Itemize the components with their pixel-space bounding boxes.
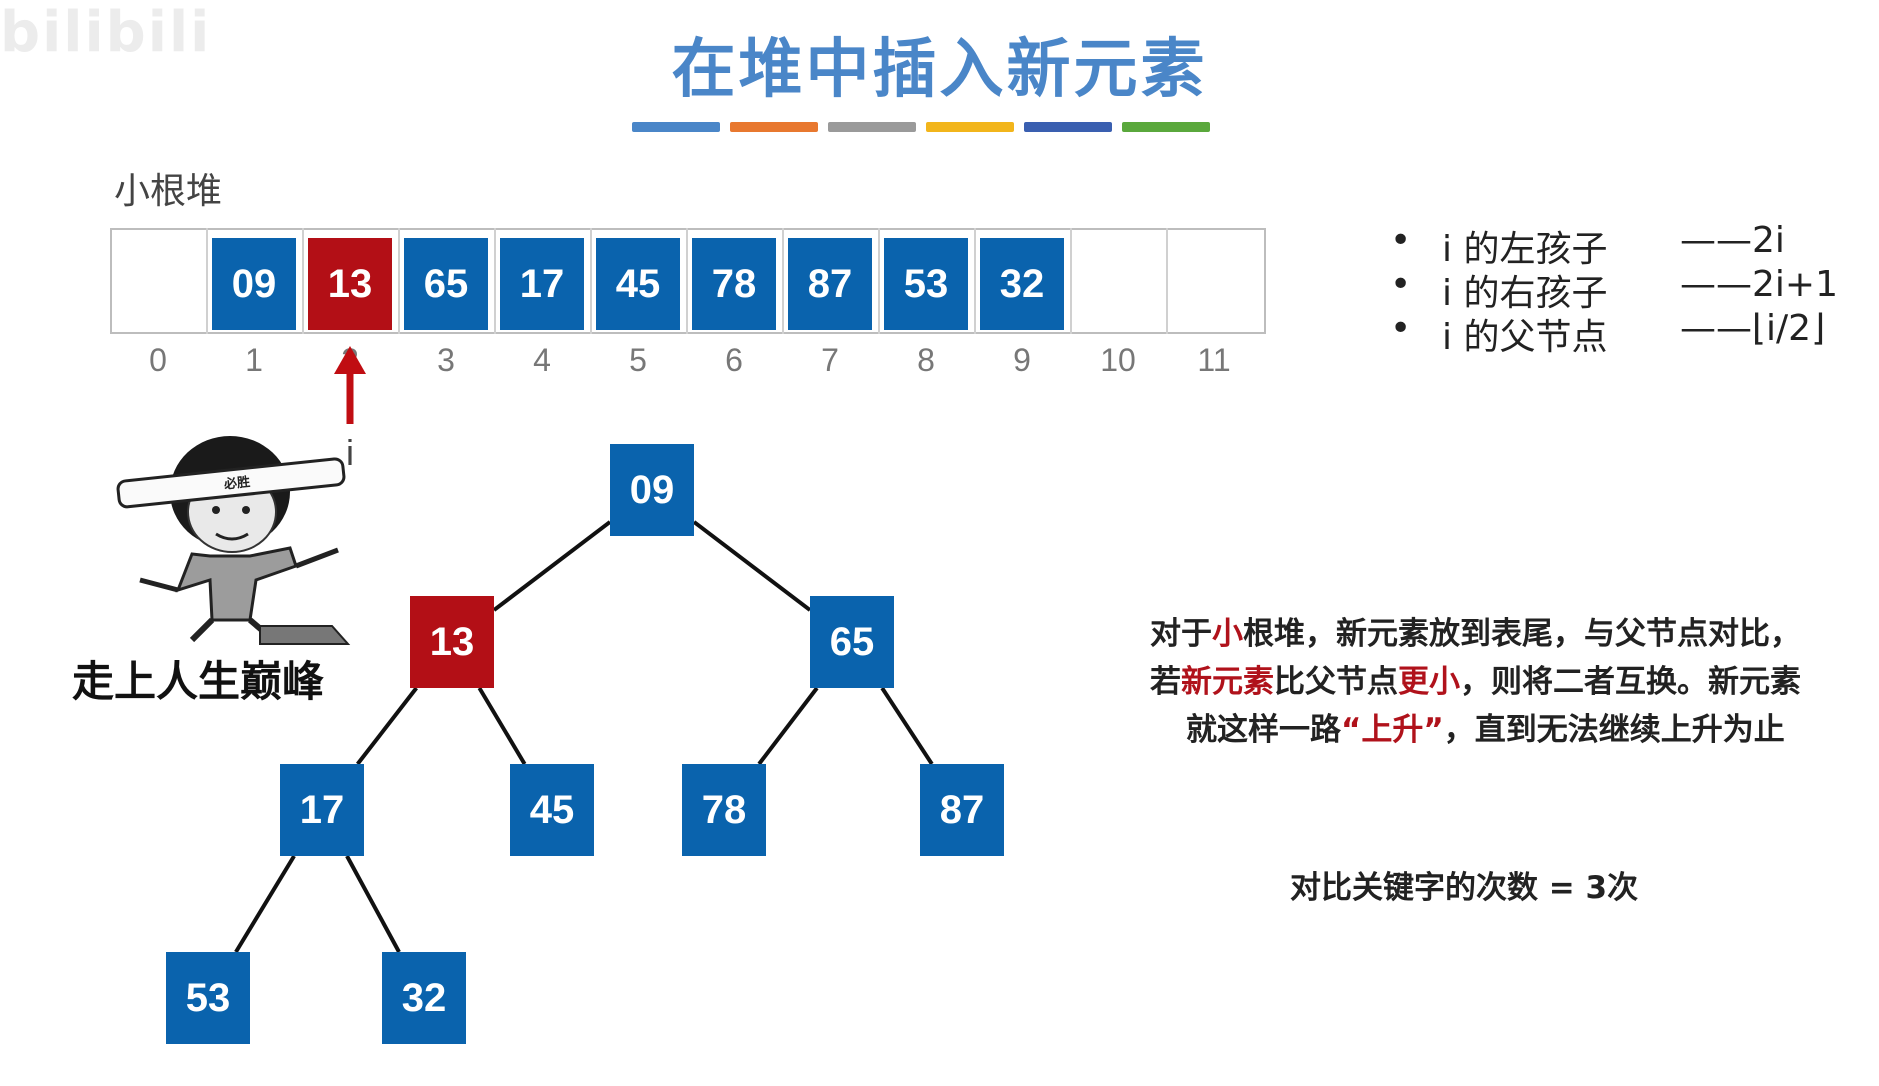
meme-headband-text: 必胜 (222, 474, 251, 493)
array-cell-divider (974, 228, 976, 334)
array-cell: 13 (308, 238, 392, 330)
tree-node: 65 (810, 596, 894, 688)
explanation-fragment: 根堆，新元素放到表尾，与父节点对比， (1243, 616, 1801, 652)
formula-value: ——2i+1 (1680, 264, 1838, 305)
tree-node: 32 (382, 952, 466, 1044)
array-cell: 17 (500, 238, 584, 330)
array-index-label: 8 (917, 342, 935, 378)
tree-edge (477, 686, 527, 766)
explanation-fragment: 若 (1150, 664, 1181, 700)
tree-edge (345, 855, 401, 953)
array-cell-divider (782, 228, 784, 334)
array-cell-divider (1166, 228, 1168, 334)
array-cell-divider (398, 228, 400, 334)
array-cell: 53 (884, 238, 968, 330)
array-index-label: 2 (341, 342, 359, 378)
array-cell-divider (878, 228, 880, 334)
array-cell-divider (686, 228, 688, 334)
array-index-label: 10 (1100, 342, 1136, 378)
explanation-fragment: 就这样一路 (1186, 712, 1341, 748)
array-cell-divider (590, 228, 592, 334)
formula-text: i 的左孩子 (1442, 229, 1608, 270)
explanation-text: 对于小根堆，新元素放到表尾，与父节点对比， 若新元素比父节点更小，则将二者互换。… (1150, 610, 1870, 754)
tree-edge (356, 686, 418, 766)
explanation-line-3: 就这样一路“上升”，直到无法继续上升为止 (1150, 706, 1870, 754)
array-cell: 78 (692, 238, 776, 330)
array-index-label: 11 (1197, 342, 1231, 378)
heap-type-label: 小根堆 (114, 171, 223, 212)
color-bar (926, 122, 1014, 132)
explanation-fragment: 对于 (1150, 616, 1212, 652)
array-cell-divider (302, 228, 304, 334)
highlight-text: 更小 (1398, 664, 1460, 700)
array-index-label: 0 (149, 342, 167, 378)
tree-node: 13 (410, 596, 494, 688)
formula-value: ——⌊i/2⌋ (1680, 308, 1826, 349)
tree-node: 17 (280, 764, 364, 856)
bilibili-watermark: bilibili (0, 0, 212, 65)
explanation-line-1: 对于小根堆，新元素放到表尾，与父节点对比， (1150, 610, 1870, 658)
formula-value: ——2i (1680, 220, 1785, 261)
array-index-label: 5 (629, 342, 647, 378)
tree-edge (692, 520, 812, 612)
array-cell-divider (494, 228, 496, 334)
array-index-label: 1 (245, 342, 263, 378)
tree-edge (492, 520, 612, 612)
tree-edge (880, 686, 934, 766)
color-bar (632, 122, 720, 132)
array-cell: 45 (596, 238, 680, 330)
tree-node: 78 (682, 764, 766, 856)
tree-edge (757, 686, 819, 766)
color-bar (1024, 122, 1112, 132)
array-cell: 87 (788, 238, 872, 330)
color-bar (1122, 122, 1210, 132)
meme-caption: 走上人生巅峰 (71, 657, 324, 706)
array-cell: 32 (980, 238, 1064, 330)
meme-face-icon (116, 436, 351, 645)
meme-figure: 必胜 (116, 436, 351, 645)
formula-text: i 的父节点 (1442, 317, 1608, 358)
bullet: • (1390, 308, 1412, 349)
pointer-label: i (346, 432, 354, 473)
highlight-text: “上升” (1341, 712, 1444, 748)
color-bar (730, 122, 818, 132)
color-bar (828, 122, 916, 132)
array-cell-divider (1070, 228, 1072, 334)
array-cell-divider (206, 228, 208, 334)
tree-node: 45 (510, 764, 594, 856)
array-cell: 65 (404, 238, 488, 330)
tree-node: 87 (920, 764, 1004, 856)
explanation-fragment: 比父节点 (1274, 664, 1398, 700)
formula-text: i 的右孩子 (1442, 273, 1608, 314)
array-index-label: 6 (725, 342, 743, 378)
explanation-fragment: ，则将二者互换。新元素 (1460, 664, 1801, 700)
array-cell: 09 (212, 238, 296, 330)
explanation-line-2: 若新元素比父节点更小，则将二者互换。新元素 (1150, 658, 1870, 706)
tree-node: 09 (610, 444, 694, 536)
explanation-fragment: ，直到无法继续上升为止 (1443, 712, 1785, 748)
tree-node: 53 (166, 952, 250, 1044)
highlight-text: 小 (1212, 616, 1243, 652)
comparison-count: 对比关键字的次数 = 3次 (1290, 870, 1639, 906)
array-index-label: 3 (437, 342, 455, 378)
bullet: • (1390, 264, 1412, 305)
highlight-text: 新元素 (1181, 664, 1274, 700)
array-index-label: 4 (533, 342, 551, 378)
tree-edge (234, 854, 296, 954)
array-index-label: 9 (1013, 342, 1031, 378)
array-index-label: 7 (821, 342, 839, 378)
bullet: • (1390, 220, 1412, 261)
page-title: 在堆中插入新元素 (671, 33, 1208, 107)
